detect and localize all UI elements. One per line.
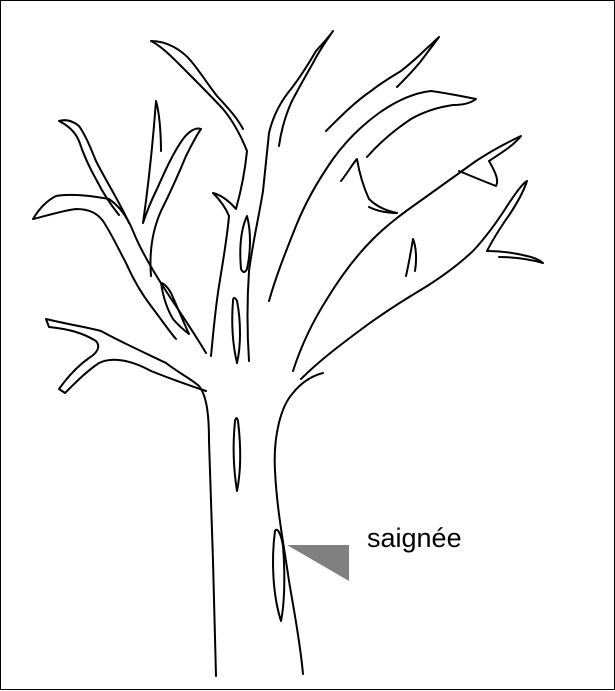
branch-right-lower <box>301 181 543 379</box>
branch-right-mid <box>293 136 521 371</box>
branch-left-lower <box>46 319 206 393</box>
branch-right-upper <box>269 91 476 301</box>
trunk-left-edge <box>166 363 216 676</box>
center-sliver-b <box>232 298 240 363</box>
bark-sliver-upper <box>234 418 240 491</box>
bark-sliver-lower <box>273 530 284 621</box>
center-sliver-a <box>240 216 250 272</box>
trunk-right-edge <box>275 373 323 674</box>
branch-right-offshoot <box>341 159 397 213</box>
saignee-pointer-arrow <box>287 545 349 581</box>
branch-left-mid <box>143 101 201 276</box>
branch-right-stub <box>406 239 416 276</box>
branch-right-twig <box>326 37 439 131</box>
saignee-label: saignée <box>367 523 462 554</box>
